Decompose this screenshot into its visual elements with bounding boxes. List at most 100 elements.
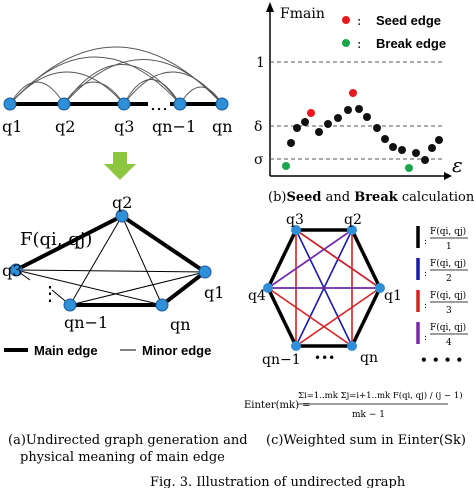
hex-label-qn: qn xyxy=(360,350,378,366)
arc-dots: … xyxy=(150,94,168,115)
legend-seed-marker xyxy=(342,16,350,24)
point-normal xyxy=(389,143,397,151)
point-normal xyxy=(301,118,309,126)
formula: Einter(mk) = Σi=1..mk Σj=i+1..mk F(qi, q… xyxy=(244,390,463,420)
label-q2: q2 xyxy=(55,117,75,136)
point-break xyxy=(405,164,413,172)
legend-break: Break edge xyxy=(376,36,446,51)
point-normal xyxy=(344,106,352,114)
hex-label-q1: q1 xyxy=(384,288,402,304)
label-q1: q1 xyxy=(2,117,22,136)
node-qn-1 xyxy=(173,97,187,111)
vertical-dots: ⋮ xyxy=(40,281,60,305)
formula-left: Einter(mk) = xyxy=(244,400,311,411)
pent-node-qn xyxy=(155,298,169,312)
weight-2: : F(qi, qj) 2 xyxy=(416,258,468,284)
hex-label-q2: q2 xyxy=(344,212,362,228)
legend-seed: Seed edge xyxy=(376,13,441,28)
weight-more-dots: • • • • xyxy=(420,353,463,367)
pentagon-graph: q2 q1 qn qn−1 q3 F(qi, qj) ⋮ xyxy=(2,193,224,334)
y-axis-label: Fmain xyxy=(280,6,325,22)
point-normal xyxy=(315,128,323,136)
pent-node-q1 xyxy=(198,265,212,279)
pent-node-q2 xyxy=(115,209,129,223)
svg-text:4: 4 xyxy=(446,338,452,348)
node-q1 xyxy=(3,97,17,111)
point-normal xyxy=(324,120,332,128)
pent-node-q3 xyxy=(9,263,23,277)
seed-break-chart: Fmain ε 1 δ σ : Seed edge : Break edge xyxy=(254,2,463,180)
legend-main-edge: Main edge xyxy=(34,343,98,358)
tick-one: 1 xyxy=(256,55,265,71)
weight-legend: : F(qi, qj) 1 : F(qi, qj) 2 : F(qi, qj) … xyxy=(416,226,468,367)
svg-text:F(qi, qj): F(qi, qj) xyxy=(430,322,466,333)
arc-graph: … q1 q2 q3 qn−1 qn xyxy=(2,46,233,136)
pent-label-q3: q3 xyxy=(2,261,22,280)
pent-label-q1: q1 xyxy=(204,283,224,302)
chart-points xyxy=(282,89,443,172)
func-label: F(qi, qj) xyxy=(20,229,92,250)
point-normal xyxy=(287,139,295,147)
tick-sigma: σ xyxy=(254,152,264,168)
legend-minor-edge: Minor edge xyxy=(142,343,211,358)
hex-dots: ••• xyxy=(314,351,335,365)
label-qn: qn xyxy=(212,117,233,136)
legend-a: Main edge Minor edge xyxy=(4,343,211,358)
point-normal xyxy=(421,156,429,164)
legend-seed-colon: : xyxy=(357,14,361,29)
hex-label-qn-1: qn−1 xyxy=(262,352,301,368)
weight-4: : F(qi, qj) 4 xyxy=(416,322,468,348)
point-seed xyxy=(349,89,357,97)
hex-node-q1 xyxy=(375,283,385,293)
pent-label-q2: q2 xyxy=(112,193,132,212)
weight-3: : F(qi, qj) 3 xyxy=(416,290,468,316)
svg-text::: : xyxy=(424,333,427,343)
down-arrow-icon xyxy=(104,152,136,180)
caption-a-line1: (a)Undirected graph generation and xyxy=(8,433,248,448)
point-break xyxy=(282,162,290,170)
svg-text::: : xyxy=(424,269,427,279)
hex-node-q3 xyxy=(291,225,301,235)
node-q2 xyxy=(57,97,71,111)
pent-node-qn-1 xyxy=(63,298,77,312)
node-qn xyxy=(215,97,229,111)
tick-delta: δ xyxy=(254,119,262,135)
weight-1: : F(qi, qj) 1 xyxy=(416,226,468,252)
svg-text::: : xyxy=(424,301,427,311)
hex-node-q2 xyxy=(347,225,357,235)
svg-text:1: 1 xyxy=(446,242,452,252)
hex-node-qn-1 xyxy=(291,341,301,351)
label-qn-1: qn−1 xyxy=(152,117,196,136)
node-q3 xyxy=(117,97,131,111)
point-normal xyxy=(381,135,389,143)
svg-text::: : xyxy=(424,237,427,247)
point-normal xyxy=(355,105,363,113)
point-normal xyxy=(334,114,342,122)
hexagon-graph: q3 q2 q1 qn qn−1 q4 ••• xyxy=(248,212,402,368)
legend-break-marker xyxy=(342,39,350,47)
hex-label-q4: q4 xyxy=(248,288,266,304)
formula-numerator: Σi=1..mk Σj=i+1..mk F(qi, qj) / (j − 1) xyxy=(298,390,463,401)
x-axis-label: ε xyxy=(452,153,463,177)
point-normal xyxy=(363,113,371,121)
svg-text:F(qi, qj): F(qi, qj) xyxy=(430,226,466,237)
pent-label-qn-1: qn−1 xyxy=(64,313,108,332)
hex-node-q4 xyxy=(263,283,273,293)
point-normal xyxy=(412,149,420,157)
point-normal xyxy=(435,136,443,144)
point-normal xyxy=(373,124,381,132)
svg-text:2: 2 xyxy=(446,274,452,284)
figure-caption: Fig. 3. Illustration of undirected graph xyxy=(150,475,406,488)
label-q3: q3 xyxy=(114,117,134,136)
formula-denominator: mk − 1 xyxy=(352,410,385,420)
svg-text:F(qi, qj): F(qi, qj) xyxy=(430,290,466,301)
point-seed xyxy=(307,109,315,117)
caption-c: (c)Weighted sum in Einter(Sk) xyxy=(266,433,466,448)
caption-b: (b)Seed and Break calculation xyxy=(268,190,474,205)
point-normal xyxy=(428,144,436,152)
caption-a-line2: physical meaning of main edge xyxy=(20,450,225,465)
hex-label-q3: q3 xyxy=(286,212,304,228)
point-normal xyxy=(293,124,301,132)
svg-text:3: 3 xyxy=(446,306,452,316)
